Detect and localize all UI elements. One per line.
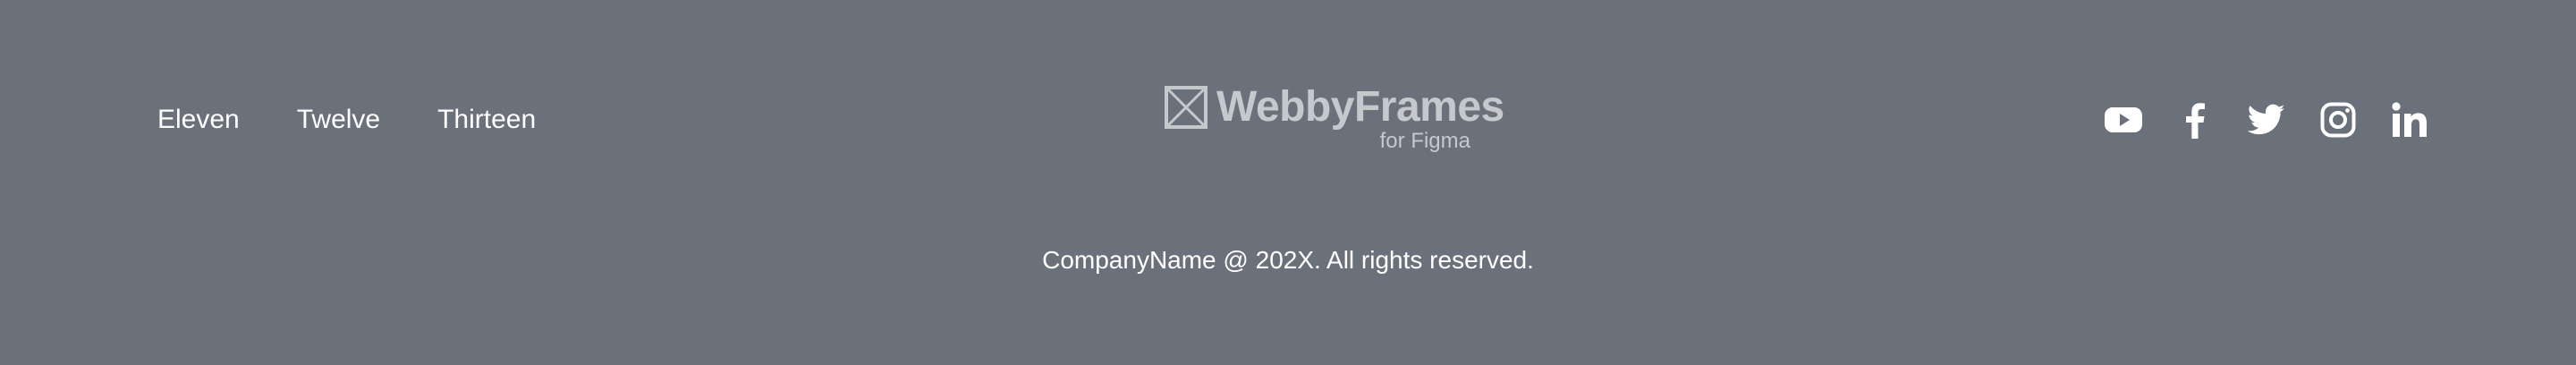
- footer-nav-link-thirteen[interactable]: Thirteen: [437, 105, 537, 134]
- facebook-icon[interactable]: [2175, 100, 2215, 140]
- logo-mark-icon: [1165, 86, 1208, 129]
- logo[interactable]: WebbyFrames for Figma: [1165, 82, 1504, 157]
- youtube-icon[interactable]: [2104, 100, 2143, 140]
- footer-nav-link-eleven[interactable]: Eleven: [157, 105, 240, 134]
- social-links: [2104, 100, 2429, 140]
- instagram-icon[interactable]: [2318, 100, 2358, 140]
- logo-name: WebbyFrames: [1216, 83, 1504, 131]
- logo-subtitle: for Figma: [1379, 129, 1470, 153]
- twitter-icon[interactable]: [2247, 100, 2286, 140]
- copyright-text: CompanyName @ 202X. All rights reserved.: [1042, 246, 1534, 274]
- linkedin-icon[interactable]: [2390, 100, 2429, 140]
- footer-nav: Eleven Twelve Thirteen: [157, 104, 536, 136]
- footer-nav-link-twelve[interactable]: Twelve: [296, 105, 381, 134]
